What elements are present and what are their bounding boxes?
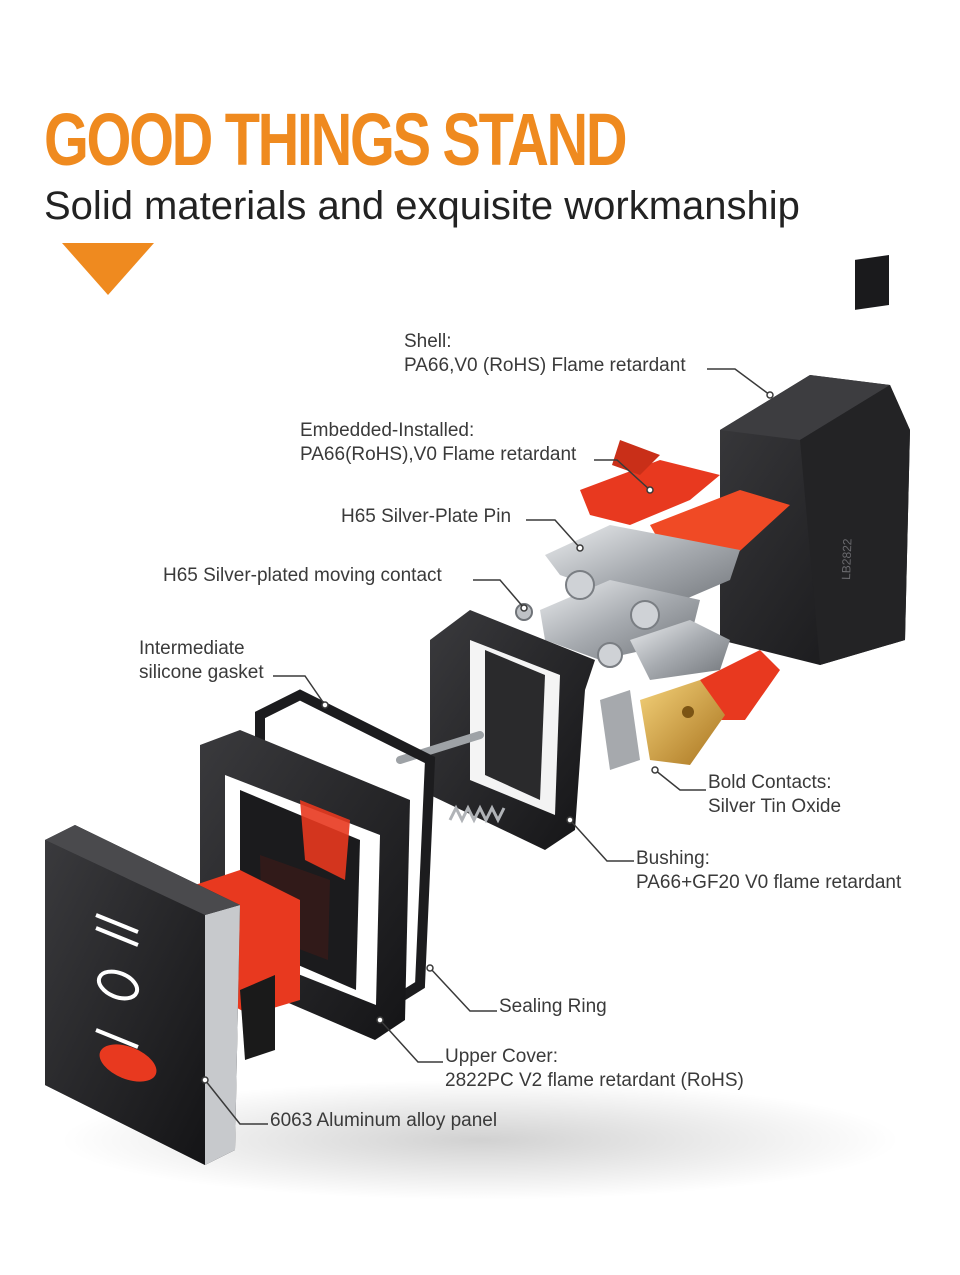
leader-shell [707,368,771,396]
bushing-part [430,610,595,923]
label-silver-plate-pin: H65 Silver-Plate Pin [341,506,512,527]
leader-lines [204,368,771,1125]
leader-gasket [273,675,326,706]
leader-embedded [594,459,651,491]
headline: GOOD THINGS STAND [44,98,628,181]
label-sealing-ring: Sealing Ring [499,996,607,1017]
aluminum-panel-part [45,825,240,1165]
subheadline: Solid materials and exquisite workmanshi… [44,184,800,228]
shell-print: LB2822 [839,538,854,580]
label-shell: Shell:PA66,V0 (RoHS) Flame retardant [404,331,686,376]
label-bushing: Bushing:PA66+GF20 V0 flame retardant [636,848,902,893]
indicator-light-icon [99,1044,157,1082]
metal-contacts [515,525,740,680]
label-aluminum-panel: 6063 Aluminum alloy panel [270,1110,498,1131]
bold-contacts-part [600,680,725,770]
leader-bushing [569,819,634,862]
leader-moving-contact [473,579,525,609]
leader-upper-cover [379,1019,443,1063]
leader-dots [201,391,774,1084]
leader-sealing-ring [429,967,497,1012]
label-upper-cover: Upper Cover:2822PC V2 flame retardant (R… [445,1046,744,1091]
leader-panel [204,1079,268,1125]
label-moving-contact: H65 Silver-plated moving contact [163,565,442,586]
rocker-symbols [95,913,140,1049]
shell-part: LB2822 [720,255,910,665]
label-embedded-installed: Embedded-Installed:PA66(RoHS),V0 Flame r… [300,420,577,465]
down-arrow-icon [62,243,154,295]
floor-shadow [60,1080,900,1200]
leader-pin [526,519,581,549]
label-bold-contacts: Bold Contacts:Silver Tin Oxide [708,772,842,817]
leader-bold-contacts [654,769,706,791]
